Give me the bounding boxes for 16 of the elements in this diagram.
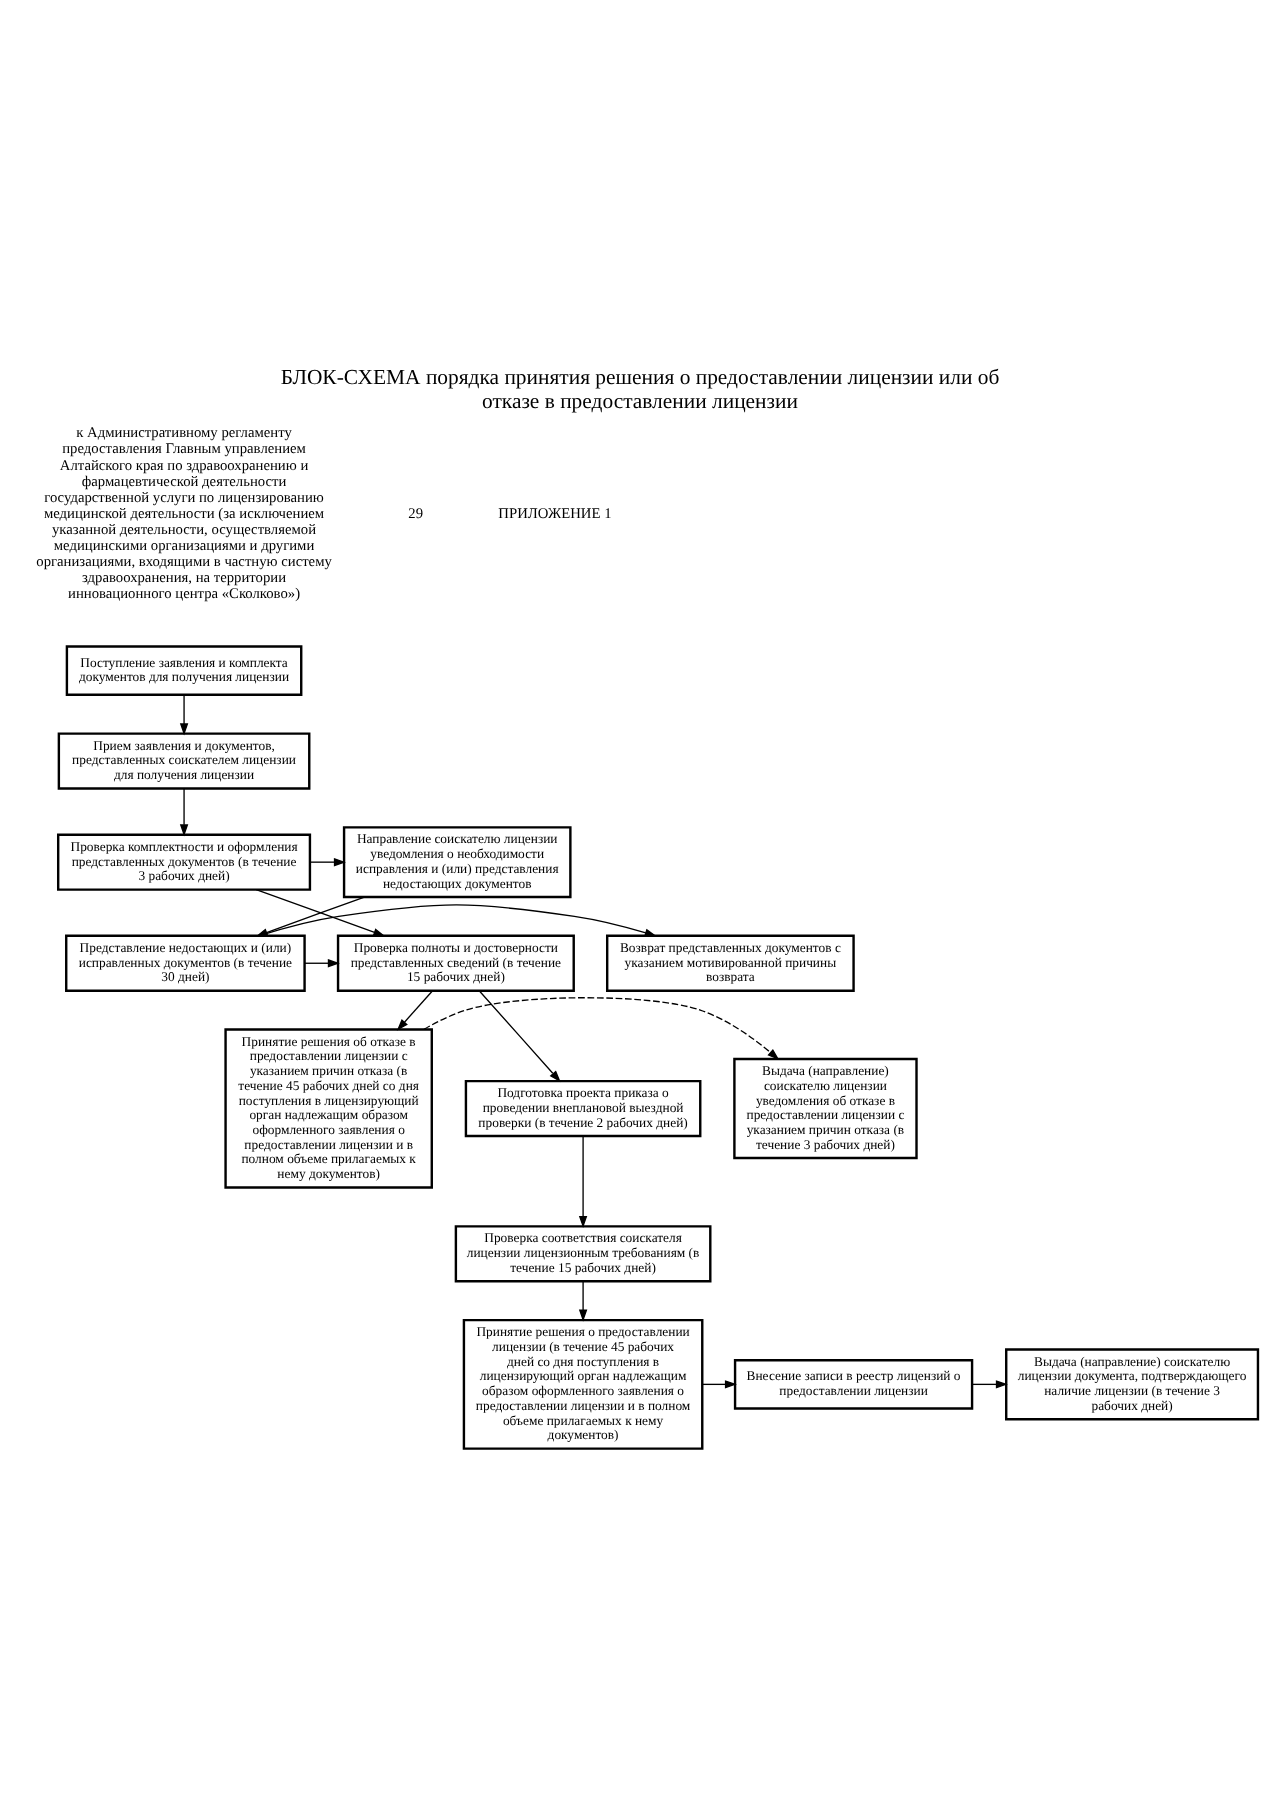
arrow xyxy=(478,990,561,1083)
arrow xyxy=(179,694,189,736)
diagram-title: БЛОК-СХЕМА порядка принятия решения о предоставлении лицензии или об отказе в предоставлении лицензии xyxy=(280,365,1000,414)
arrow xyxy=(396,990,434,1031)
arrow xyxy=(304,959,340,968)
arrow xyxy=(701,1380,737,1389)
arrow xyxy=(309,857,346,867)
label: к Административному регламенту предоставления Главным управлением Алтайского края по здравоохранению и фармацевтической деятельности государственной услуги по лицензированию медицинской деятельности (за исключением указанной деятельности, осуществляемой медицинскими организациями и другими организациями, входящими в частную систему здравоохранения, на территории инновационного центра «Сколково») xyxy=(36,423,332,603)
arrow xyxy=(578,1281,588,1322)
label: ПРИЛОЖЕНИЕ 1 xyxy=(498,503,612,522)
arrow xyxy=(423,997,780,1061)
label: 29 xyxy=(408,503,424,522)
arrow xyxy=(258,904,657,937)
arrow xyxy=(578,1135,588,1229)
arrow xyxy=(179,788,189,837)
arrow xyxy=(971,1380,1008,1389)
